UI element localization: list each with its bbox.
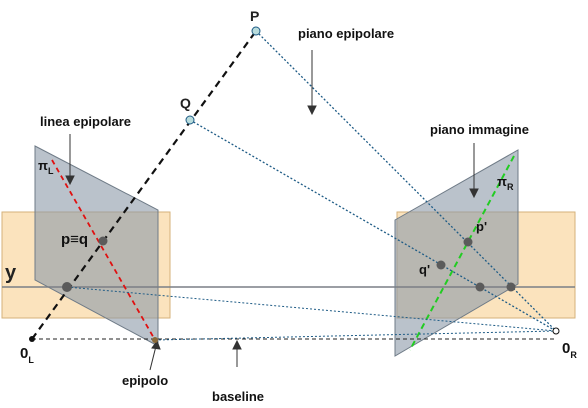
right-image-plane bbox=[394, 149, 519, 357]
ray-epipolo-to-OR bbox=[154, 330, 557, 341]
left-image-point-pq bbox=[98, 236, 108, 246]
right-image-point-y2 bbox=[506, 282, 516, 292]
label-pi-R: πR bbox=[497, 174, 514, 192]
left-image-point-y bbox=[62, 282, 72, 292]
label-O-L: 0L bbox=[20, 345, 34, 365]
label-linea-epipolare: linea epipolare bbox=[40, 114, 131, 129]
right-image-point-q bbox=[436, 260, 446, 270]
label-P: P bbox=[250, 8, 259, 24]
label-piano-epipolare: piano epipolare bbox=[298, 26, 394, 41]
label-O-R: 0R bbox=[562, 340, 577, 360]
label-pi-L: πL bbox=[38, 158, 54, 176]
ray-P-to-OR bbox=[255, 30, 557, 332]
ray-left-point-to-OR bbox=[66, 286, 557, 332]
world-point-P bbox=[251, 26, 261, 36]
left-epipolar-line bbox=[51, 159, 156, 341]
label-p-prime: p' bbox=[476, 219, 487, 234]
label-arrows bbox=[65, 50, 479, 371]
right-camera-center bbox=[552, 327, 560, 335]
world-point-Q bbox=[185, 115, 195, 125]
epipole-left bbox=[152, 337, 158, 343]
label-p-equiv-q: p≡q bbox=[61, 231, 88, 248]
ray-Q-to-OR bbox=[189, 119, 557, 332]
label-piano-immagine: piano immagine bbox=[430, 122, 529, 137]
label-y: y bbox=[5, 262, 17, 284]
label-q-prime: q' bbox=[419, 262, 430, 277]
right-image-point-y1 bbox=[475, 282, 485, 292]
label-epipolo: epipolo bbox=[122, 373, 168, 388]
right-image-point-p bbox=[463, 237, 473, 247]
left-camera-center bbox=[29, 336, 35, 342]
label-Q: Q bbox=[180, 95, 191, 111]
right-epipolar-line bbox=[409, 155, 515, 351]
label-baseline: baseline bbox=[212, 389, 264, 404]
